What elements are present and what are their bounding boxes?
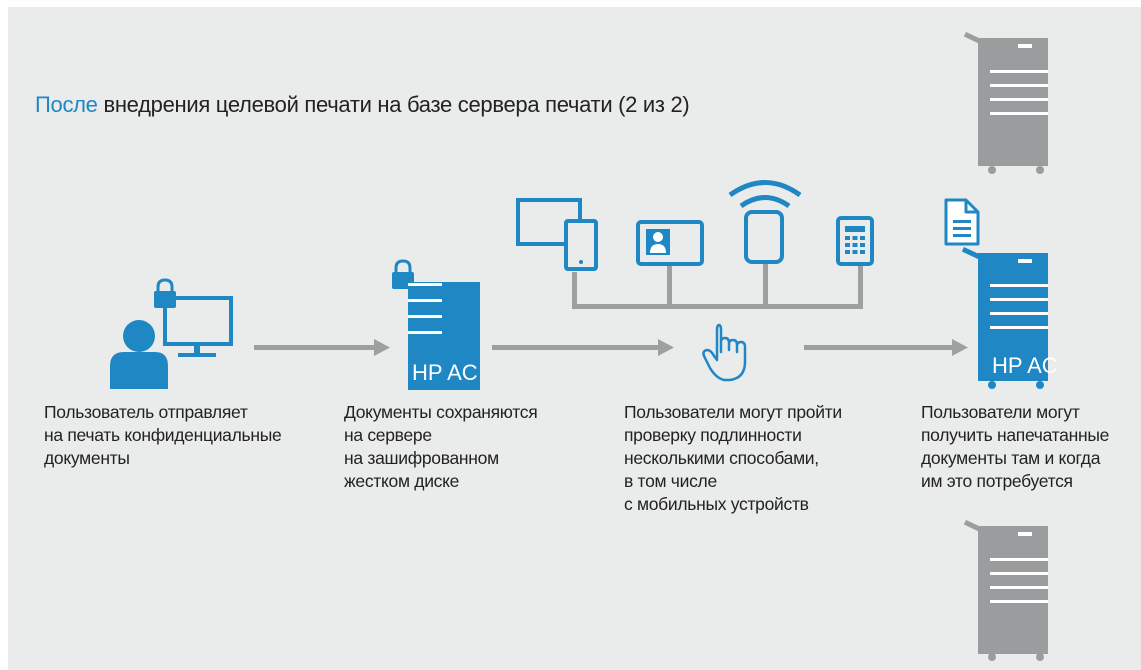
id-card-icon xyxy=(636,220,704,266)
printer-brand-label: HP AC xyxy=(992,353,1058,378)
wifi-icon xyxy=(728,180,802,209)
diagram-panel xyxy=(8,7,1141,670)
diagram-title: После внедрения целевой печати на базе с… xyxy=(35,92,690,118)
auth-bus xyxy=(572,264,863,309)
monitor-icon xyxy=(163,296,233,357)
printer-icon xyxy=(963,520,1048,661)
step-caption-release: Пользователи могут получить напечатанные… xyxy=(921,402,1110,491)
arrow-right-icon xyxy=(804,339,968,356)
server-icon: HP AC xyxy=(408,282,480,390)
arrow-right-icon xyxy=(492,339,674,356)
printer-icon xyxy=(963,32,1048,174)
title-text: внедрения целевой печати на базе сервера… xyxy=(103,92,690,117)
server-brand-label: HP AC xyxy=(412,360,478,385)
document-icon xyxy=(944,198,980,246)
keypad-icon xyxy=(836,216,874,266)
smartphone-icon xyxy=(744,210,784,264)
step-caption-auth: Пользователи могут пройти проверку подли… xyxy=(624,402,842,514)
step-caption-store: Документы сохраняются на сервере на заши… xyxy=(344,402,538,491)
printer-icon: HP AC xyxy=(961,246,1058,389)
hand-pointer-icon xyxy=(702,323,747,382)
arrow-right-icon xyxy=(254,339,390,356)
user-icon xyxy=(110,320,168,389)
title-accent: После xyxy=(35,92,98,117)
tablet-icon xyxy=(516,198,598,271)
step-caption-send: Пользователь отправляет на печать конфид… xyxy=(44,402,282,468)
lock-icon xyxy=(154,278,176,308)
